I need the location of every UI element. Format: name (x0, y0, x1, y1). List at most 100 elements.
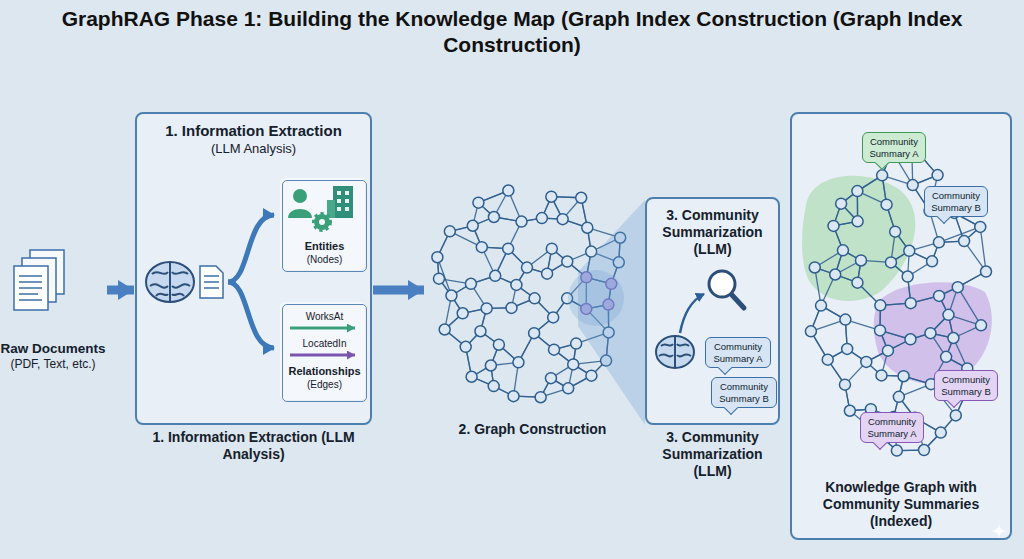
graph-network (822, 354, 833, 365)
graph-network (548, 312, 559, 323)
graph-network (875, 325, 886, 336)
graph-network (546, 191, 557, 202)
node-label: 1. Information Extraction (LLM Analysis) (132, 429, 375, 463)
entity-icons (337, 199, 341, 203)
entity-icons (345, 207, 349, 211)
graph-network (485, 360, 496, 371)
graph-network (934, 290, 945, 301)
graph-network (842, 343, 853, 354)
graph-network (568, 359, 579, 370)
watermark-star (991, 523, 1007, 539)
brain-icon (152, 272, 168, 274)
graph-network (925, 328, 936, 339)
graph-network (535, 392, 546, 403)
graph-network (840, 314, 851, 325)
graph-network (852, 216, 863, 227)
graph-network (545, 373, 556, 384)
graph-network (467, 220, 478, 231)
diagram-title: GraphRAG Phase 1: Building the Knowledge… (10, 6, 1014, 58)
graph-network (941, 351, 952, 362)
graph-network (839, 379, 850, 390)
graph-network (488, 211, 499, 222)
brain-icon (172, 272, 188, 274)
graph-network (432, 252, 443, 263)
graph-network (943, 309, 954, 320)
node-label: 3. Community Summarization (LLM) (653, 207, 772, 258)
node-label: Community Summary B (715, 381, 773, 404)
node-label: (PDF, Text, etc.) (0, 357, 106, 372)
relation-arrow (290, 327, 355, 330)
graph-network (563, 383, 574, 394)
graph-network (529, 328, 540, 339)
brain-icon (674, 336, 676, 368)
graph-network (805, 326, 816, 337)
graph-network (935, 427, 946, 438)
watermark-star (991, 523, 1007, 539)
graph-network (882, 345, 893, 356)
graph-network (852, 277, 863, 288)
relation-arrow (290, 354, 355, 357)
graph-network (844, 405, 855, 416)
brain-icon (150, 284, 168, 287)
flow-arrow (680, 294, 704, 333)
graph-network (488, 381, 499, 392)
node-label: Knowledge Graph with Community Summaries… (798, 479, 1004, 530)
summary-bubble: Community Summary B (711, 377, 777, 408)
graph-network (805, 140, 991, 456)
document-source: Raw Documents(PDF, Text, etc.) (0, 248, 106, 398)
brain-icon (172, 284, 190, 287)
node-label: (Edges) (286, 378, 363, 391)
entity-icons (337, 207, 341, 211)
brain-icon (677, 354, 691, 356)
node-label: WorksAt (286, 310, 363, 323)
magnifier-icon (709, 271, 744, 308)
result-panel: Knowledge Graph with Community Summaries… (790, 112, 1012, 540)
zoom-wedge (568, 200, 645, 425)
graph-network (907, 180, 918, 191)
summary-bubble: Community Summary A (860, 412, 924, 443)
document-stack-icon (19, 293, 38, 295)
graph-network (981, 266, 992, 277)
graph-network (816, 300, 827, 311)
graph-network (836, 198, 847, 209)
graph-network (511, 279, 522, 290)
graph-network (557, 214, 568, 225)
graph-network (885, 257, 896, 268)
graph-network (521, 262, 532, 273)
summary-bubble: Community Summary B (924, 186, 988, 217)
graph-network (508, 391, 519, 402)
graph-network (952, 282, 963, 293)
graph-network (905, 298, 916, 309)
graph-network (861, 356, 872, 367)
graph-network (852, 186, 863, 197)
entity-icons (319, 219, 325, 225)
graph-network (876, 370, 887, 381)
graph-network (582, 222, 593, 233)
graph-network (506, 302, 517, 313)
graph-network (881, 199, 892, 210)
graph-network (475, 326, 486, 337)
flow-arrow (107, 286, 134, 295)
graph-network (891, 445, 902, 456)
zoom-wedge (578, 200, 645, 425)
graph-network (490, 270, 501, 281)
entity-icons (293, 189, 307, 203)
node-label: Community Summary A (709, 341, 767, 364)
document-stack-icon (14, 266, 48, 310)
brain-icon (677, 344, 689, 346)
graph-network (516, 216, 527, 227)
panel-ground (645, 197, 780, 425)
graph-network (830, 269, 841, 280)
graph-network (439, 324, 450, 335)
graph-network (473, 197, 484, 208)
node-label: Relationships (286, 364, 363, 378)
entity-icons (288, 209, 312, 218)
graph-network (446, 290, 457, 301)
node-label: Raw Documents (0, 340, 106, 357)
graph-network (433, 273, 444, 284)
entity-icons (337, 191, 341, 195)
brain-icon (146, 262, 194, 302)
graph-network (959, 236, 970, 247)
graph-network (576, 192, 587, 203)
